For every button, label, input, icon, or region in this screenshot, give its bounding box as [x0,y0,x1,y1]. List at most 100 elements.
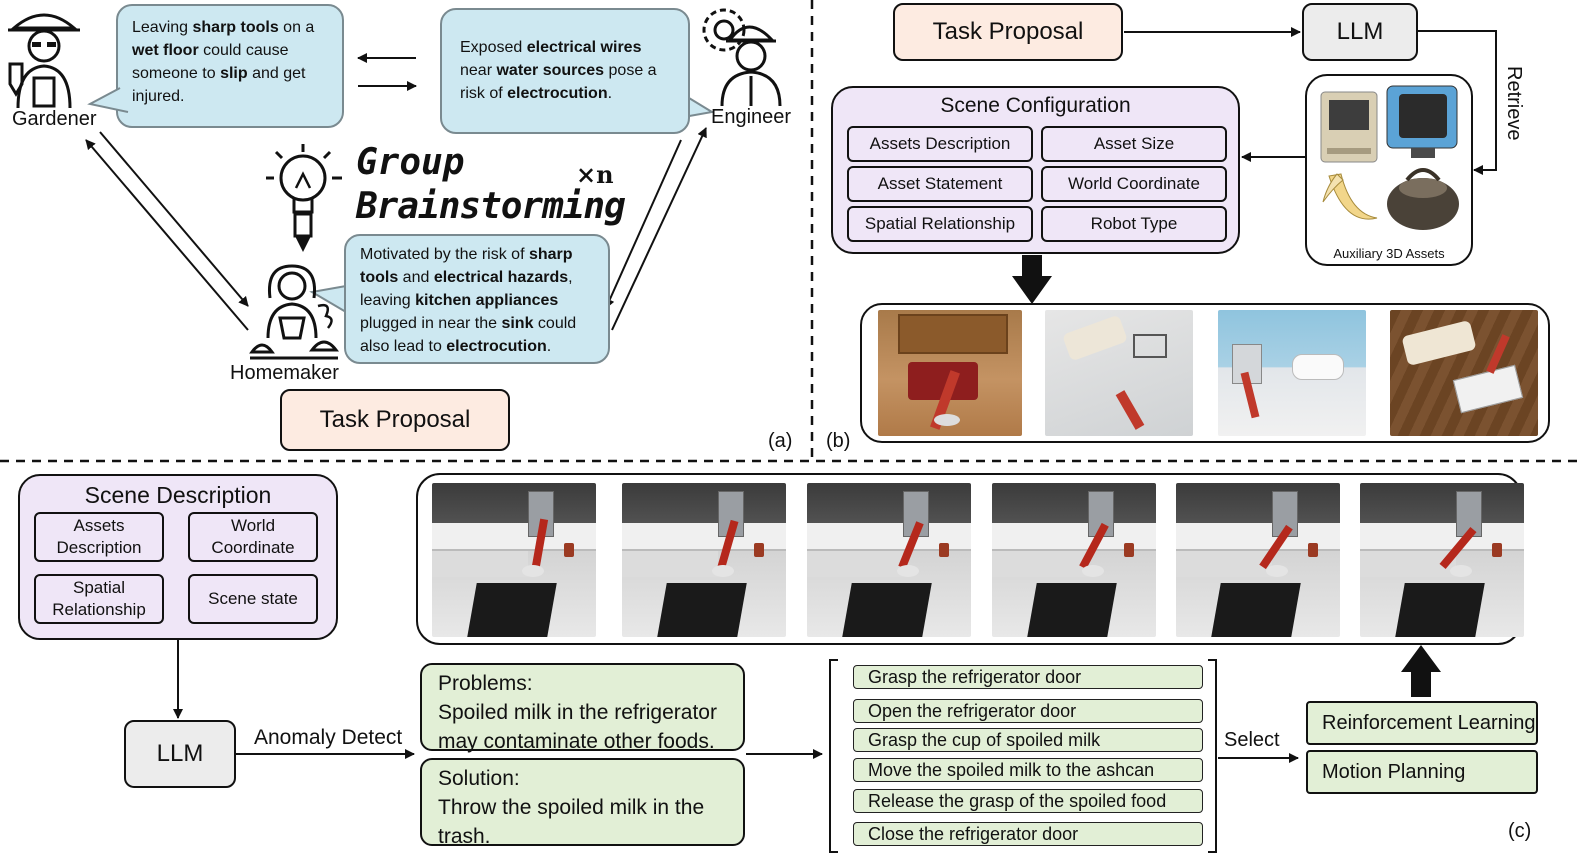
frame-element [564,543,574,557]
frame-element [807,551,903,577]
reinforcement-learning-box: Reinforcement Learning [1306,701,1538,745]
config-asset-size: Asset Size [1041,126,1227,162]
frame-element [939,543,949,557]
frame-element [1492,543,1502,557]
scene-spatial-relationship: Spatial Relationship [34,574,164,624]
frame-element [842,583,932,637]
scene-description-title: Scene Description [84,482,272,508]
config-world-coordinate: World Coordinate [1041,166,1227,202]
motion-planning-label: Motion Planning [1322,760,1466,783]
problems-text: Spoiled milk in the refrigerator may con… [438,701,717,753]
scene-configuration-title: Scene Configuration [940,94,1131,117]
scene-state: Scene state [188,574,318,624]
arrow-engineer-to-homemaker [605,139,682,309]
step-5: Release the grasp of the spoiled food [853,789,1203,813]
scene-image-living [1045,310,1193,436]
frame-element [712,565,734,577]
task-proposal-box-a: Task Proposal [280,389,510,451]
frame-element [1266,565,1288,577]
bubble-line: wet floor could cause [132,42,289,59]
frame-element [1395,583,1485,637]
execution-frame-3 [807,483,971,637]
task-proposal-box-b: Task Proposal [893,3,1123,61]
task-proposal-label: Task Proposal [932,18,1084,45]
frame-element [467,583,557,637]
panel-label-a: (a) [768,430,793,452]
bracket-right [1208,659,1217,853]
scene-image-dining [878,310,1022,436]
frame-element [897,565,919,577]
arrow-homemaker-to-engineer [611,127,707,331]
scene-world-coordinate: World Coordinate [188,512,318,562]
panel-label-b: (b) [826,430,851,452]
execution-frame-6 [1360,483,1524,637]
llm-label: LLM [156,740,204,767]
execution-frames-panel [416,473,1524,645]
task-proposal-label: Task Proposal [319,406,471,433]
lightbulb-icon [258,140,348,254]
step-3: Grasp the cup of spoiled milk [853,728,1203,752]
solution-title: Solution: [438,767,520,790]
frame-element [622,551,718,577]
bubble-line: near water sources pose a [460,62,657,79]
arrow-homemaker-to-gardener [85,139,249,331]
frame-element [807,523,971,551]
bubble-line: leaving kitchen appliances [360,292,559,309]
bracket-left [829,659,838,853]
arrow-config-to-scenes [1012,255,1052,304]
solution-text: Throw the spoiled milk in the trash. [438,796,705,848]
auxiliary-assets-label: Auxiliary 3D Assets [1333,246,1445,261]
step-2: Open the refrigerator door [853,699,1203,723]
bubble-line: plugged in near the sink could [360,315,577,332]
bubble-text: Motivated by the risk of sharp tools and … [360,243,594,358]
bubble-line: Motivated by the risk of sharp [360,246,573,263]
engineer-label: Engineer [711,106,792,128]
step-4: Move the spoiled milk to the ashcan [853,758,1203,782]
scene-description-panel: Scene Description Assets Description Wor… [18,474,338,640]
frame-element [657,583,747,637]
frame-element [1082,565,1104,577]
homemaker-icon [246,258,342,362]
gardener-icon [4,2,84,110]
auxiliary-assets-panel: Auxiliary 3D Assets [1305,74,1473,266]
bubble-line: risk of electrocution. [460,85,613,102]
bubble-line: tools and electrical hazards, [360,269,573,286]
scene-image-bathroom [1218,310,1366,436]
generated-scenes-panel [860,303,1550,443]
retrieve-label: Retrieve [1503,66,1525,141]
solution-box: Solution: Throw the spoiled milk in the … [420,758,745,848]
frame-element [1088,491,1114,537]
scene-image-lounge [1390,310,1538,436]
panel-label-c: (c) [1508,820,1532,842]
group-title-line2: Brainstorming [356,186,626,227]
scene-configuration-panel: Scene Configuration Assets Description A… [831,86,1240,254]
problems-title: Problems: [438,672,533,695]
config-assets-description: Assets Description [847,126,1033,162]
homemaker-speech-bubble: Motivated by the risk of sharp tools and … [344,234,610,364]
frame-element [1308,543,1318,557]
execution-frame-2 [622,483,786,637]
bubble-line: also lead to electrocution. [360,338,552,355]
anomaly-detect-label: Anomaly Detect [254,726,403,749]
frame-element [522,565,544,577]
engineer-icon [700,0,790,108]
execution-frame-1 [432,483,596,637]
llm-box-b: LLM [1302,3,1418,61]
frame-element [622,523,786,551]
arrow-rl-to-frames [1401,645,1441,697]
frame-element [1211,583,1301,637]
step-1: Grasp the refrigerator door [853,665,1203,689]
arrow-llm-retrieve [1418,30,1497,175]
frame-element [1027,583,1117,637]
config-spatial-relationship: Spatial Relationship [847,206,1033,242]
frame-element [432,551,528,577]
llm-label: LLM [1336,18,1384,45]
problems-box: Problems: Spoiled milk in the refrigerat… [420,663,745,753]
arrow-gardener-to-homemaker [99,131,249,307]
frame-element [1450,565,1472,577]
